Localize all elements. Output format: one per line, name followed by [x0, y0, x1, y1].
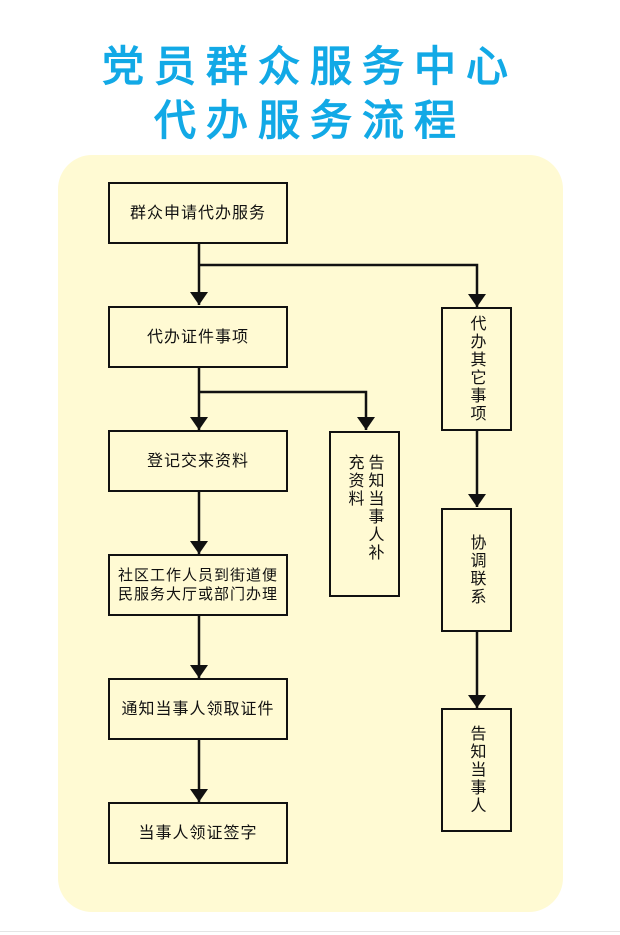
step-box-notify: 通知当事人领取证件 [108, 678, 288, 740]
step-label: 登记交来资料 [146, 450, 249, 470]
step-box-certificate: 代办证件事项 [108, 306, 288, 368]
step-label: 协调联系 [467, 534, 487, 606]
arrow-start-to-other [199, 263, 479, 307]
step-label: 告知当事人 [467, 725, 487, 815]
step-box-other: 代办其它事项 [441, 307, 512, 431]
step-box-register: 登记交来资料 [108, 430, 288, 492]
arrowhead [468, 494, 486, 507]
arrowhead [190, 541, 208, 554]
arrowhead [357, 417, 375, 430]
step-label: 当事人领证签字 [138, 822, 258, 842]
step-label: 群众申请代办服务 [129, 202, 266, 222]
step-label: 通知当事人领取证件 [121, 698, 275, 718]
step-box-process: 社区工作人员到街道便民服务大厅或部门办理 [108, 554, 288, 616]
step-box-side-note: 告知当事人补充资料 [329, 431, 400, 597]
step-box-start: 群众申请代办服务 [108, 182, 288, 244]
step-label: 告知当事人补充资料 [345, 454, 385, 562]
page-title-line-1: 党员群众服务中心 [101, 42, 518, 91]
step-box-inform: 告知当事人 [441, 708, 512, 832]
arrowhead [190, 292, 208, 305]
step-box-coordinate: 协调联系 [441, 508, 512, 632]
arrowhead [468, 294, 486, 307]
step-label: 社区工作人员到街道便民服务大厅或部门办理 [117, 565, 278, 604]
step-label: 代办证件事项 [146, 326, 249, 346]
arrowhead [190, 417, 208, 430]
bottom-border [0, 931, 620, 932]
arrowhead [190, 665, 208, 678]
arrowhead [190, 789, 208, 802]
page-title-line-2: 代办服务流程 [153, 96, 466, 145]
step-label: 代办其它事项 [467, 315, 487, 423]
arrowhead [468, 695, 486, 708]
arrow-certificate-to-side-note [199, 390, 368, 430]
step-box-sign: 当事人领证签字 [108, 802, 288, 864]
